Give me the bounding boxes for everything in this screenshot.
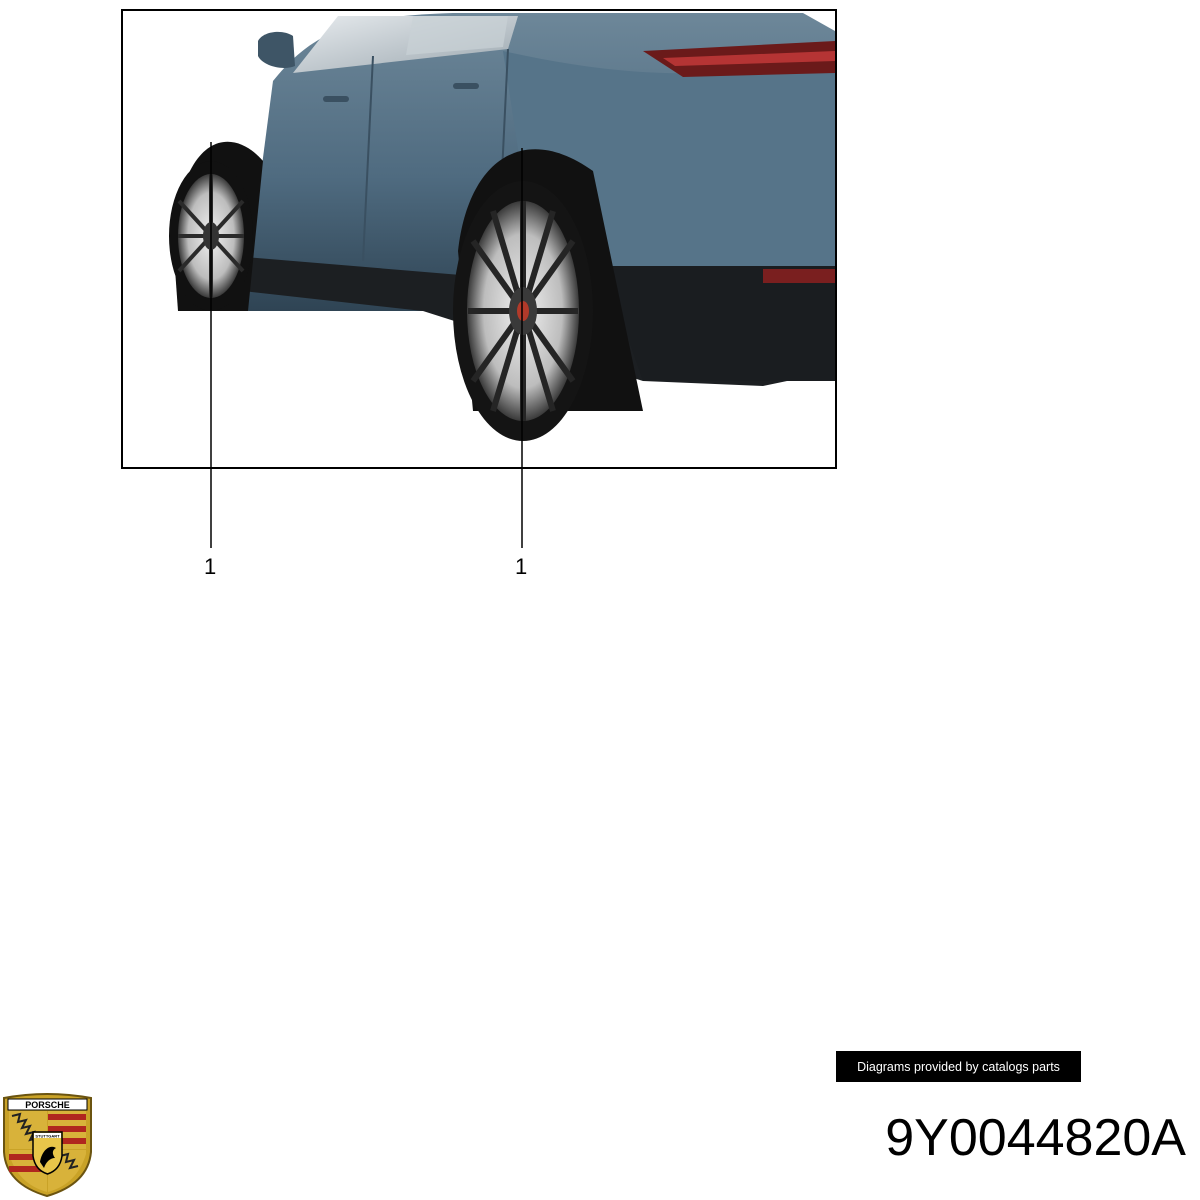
porsche-crest-logo: PORSCHE STUTTGART xyxy=(3,1093,92,1198)
svg-text:PORSCHE: PORSCHE xyxy=(25,1100,70,1110)
diagram-frame xyxy=(121,9,837,469)
car-illustration xyxy=(169,13,835,441)
rear-bumper xyxy=(603,266,835,381)
part-number: 9Y0044820A xyxy=(885,1109,1186,1167)
front-wheel xyxy=(169,161,253,311)
callout-label-1: 1 xyxy=(204,554,217,579)
credit-banner: Diagrams provided by catalogs parts xyxy=(836,1051,1081,1082)
mirror xyxy=(258,31,295,68)
rear-wheel xyxy=(453,181,593,441)
side-window-rear xyxy=(406,16,508,55)
callout-label-2: 1 xyxy=(515,554,528,579)
credit-text: Diagrams provided by catalogs parts xyxy=(857,1059,1060,1074)
svg-text:STUTTGART: STUTTGART xyxy=(35,1134,60,1139)
